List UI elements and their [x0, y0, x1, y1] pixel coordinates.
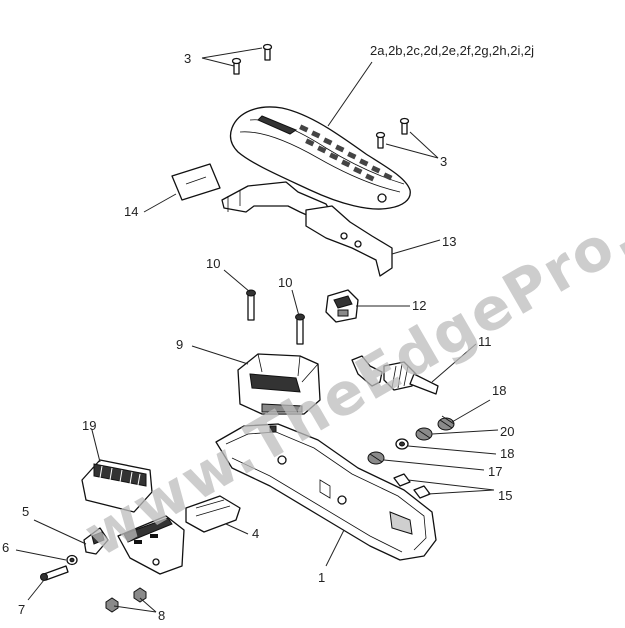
callout-18-upper: 18: [492, 383, 506, 398]
ring-part-18-lower: [395, 438, 409, 450]
callout-9: 9: [176, 337, 183, 352]
callout-8: 8: [158, 608, 165, 623]
switch-block-part: [325, 289, 359, 323]
callout-19: 19: [82, 418, 96, 433]
callout-7: 7: [18, 602, 25, 617]
leader-lines: [15, 47, 499, 613]
blade-guard-part: [81, 459, 153, 513]
screw-part-7: [40, 565, 69, 581]
bottom-housing-part: [215, 423, 437, 561]
callout-5: 5: [22, 504, 29, 519]
spring-part-17: [367, 451, 385, 465]
callout-3-top: 3: [184, 51, 191, 66]
callout-15: 15: [498, 488, 512, 503]
screw-part-3-right: [375, 117, 410, 149]
callout-14: 14: [124, 204, 138, 219]
callout-12: 12: [412, 298, 426, 313]
callout-11: 11: [478, 334, 492, 349]
callout-6: 6: [2, 540, 9, 555]
callout-10-right: 10: [278, 275, 292, 290]
washer-part: [66, 554, 78, 566]
motor-part: [237, 353, 321, 415]
callout-4: 4: [252, 526, 259, 541]
spring-part-20: [415, 427, 433, 441]
pin-part-10: [246, 289, 305, 345]
label-plate-part: [171, 163, 221, 201]
screw-part-3-top: [231, 43, 273, 75]
top-cover-part: [229, 106, 411, 210]
chassis-frame-part: [221, 181, 393, 277]
callout-1: 1: [318, 570, 325, 585]
nut-part-8: [105, 587, 147, 613]
callout-2-series: 2a,2b,2c,2d,2e,2f,2g,2h,2i,2j: [370, 43, 534, 58]
blade-set-part: [117, 515, 185, 575]
callout-18-lower: 18: [500, 446, 514, 461]
blade-bracket-part: [185, 495, 241, 533]
callout-3-right: 3: [440, 154, 447, 169]
spring-part-18-upper: [437, 415, 455, 431]
lever-part: [83, 527, 109, 555]
callout-17: 17: [488, 464, 502, 479]
callout-labels: 3 2a,2b,2c,2d,2e,2f,2g,2h,2i,2j 3 14 13 …: [2, 43, 534, 623]
cord-connector-part: [351, 355, 439, 395]
callout-20: 20: [500, 424, 514, 439]
callout-13: 13: [442, 234, 456, 249]
callout-10-left: 10: [206, 256, 220, 271]
